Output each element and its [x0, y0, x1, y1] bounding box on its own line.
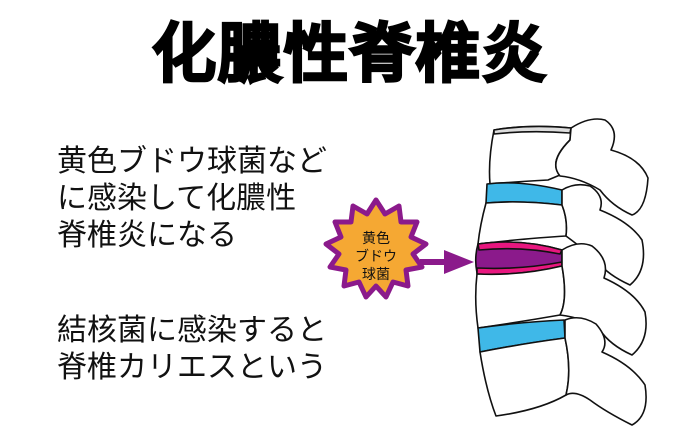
text-line: 脊椎炎になる — [57, 218, 237, 253]
arrow-icon — [420, 250, 474, 274]
text-line: に感染して化膿性 — [57, 181, 297, 216]
explanation-paragraph-2: 結核菌に感染すると 脊椎カリエスという — [57, 312, 327, 386]
text-line: 脊椎カリエスという — [57, 350, 327, 385]
bacteria-burst-icon — [323, 197, 429, 300]
explanation-paragraph-1: 黄色ブドウ球菌など に感染して化膿性 脊椎炎になる — [57, 143, 327, 254]
bacteria-label-line: ブドウ — [355, 249, 397, 265]
text-line: 黄色ブドウ球菌など — [57, 144, 327, 179]
text-line: 結核菌に感染すると — [57, 313, 327, 348]
bacteria-label-line: 黄色 — [362, 231, 390, 247]
bacteria-label-line: 球菌 — [362, 267, 390, 283]
bacteria-label: 黄色 ブドウ 球菌 — [346, 230, 406, 284]
page-title: 化膿性脊椎炎 — [151, 17, 548, 94]
